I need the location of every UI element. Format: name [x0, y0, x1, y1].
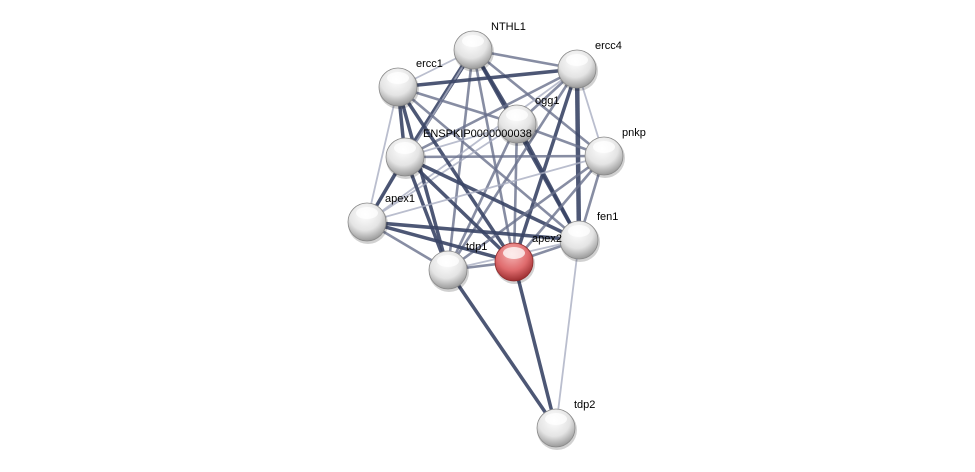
edge-fen1-tdp2[interactable] — [555, 239, 580, 429]
node-label-ercc1: ercc1 — [416, 58, 443, 70]
node-apex1[interactable] — [347, 202, 388, 244]
edge-apex1-apex2[interactable] — [366, 220, 515, 264]
edge-ercc4-fen1[interactable] — [574, 68, 582, 241]
node-tdp1[interactable] — [428, 250, 469, 292]
node-tdp2[interactable] — [536, 408, 577, 450]
edge-ENSP-tdp1[interactable] — [403, 156, 450, 271]
node-label-ENSP: ENSPKIP0000000038 — [423, 128, 532, 140]
edge-ercc4-apex1[interactable] — [366, 68, 578, 223]
edge-apex2-tdp2[interactable] — [512, 261, 558, 429]
node-label-NTHL1: NTHL1 — [491, 21, 526, 33]
edge-ogg1-ENSP[interactable] — [404, 123, 518, 158]
edge-ercc1-tdp1[interactable] — [396, 86, 450, 271]
edge-apex1-fen1[interactable] — [366, 220, 580, 242]
edge-ercc4-ercc1[interactable] — [397, 67, 578, 89]
edge-ENSP-apex2[interactable] — [403, 155, 516, 264]
edge-ENSP-pnkp[interactable] — [404, 154, 605, 159]
edge-ercc1-apex1[interactable] — [366, 86, 399, 223]
node-ENSP[interactable] — [385, 137, 426, 179]
node-fen1[interactable] — [559, 220, 600, 262]
edge-ENSP-fen1[interactable] — [404, 155, 580, 242]
node-label-tdp2: tdp2 — [574, 399, 595, 411]
node-label-fen1: fen1 — [597, 211, 618, 223]
edge-ercc1-ogg1[interactable] — [397, 85, 518, 126]
node-label-pnkp: pnkp — [622, 127, 646, 139]
node-ercc1[interactable] — [378, 67, 419, 109]
edge-ercc1-fen1[interactable] — [397, 86, 580, 241]
node-label-apex2: apex2 — [532, 233, 562, 245]
node-label-ercc4: ercc4 — [595, 40, 622, 52]
edge-pnkp-apex1[interactable] — [366, 155, 605, 223]
edge-ogg1-fen1[interactable] — [515, 123, 581, 241]
node-label-tdp1: tdp1 — [466, 241, 487, 253]
node-label-apex1: apex1 — [385, 193, 415, 205]
node-ogg1[interactable] — [497, 104, 538, 146]
edge-ercc4-tdp1[interactable] — [446, 68, 579, 271]
node-NTHL1[interactable] — [453, 30, 494, 72]
node-pnkp[interactable] — [584, 136, 625, 178]
node-ercc4[interactable] — [557, 49, 598, 91]
edge-pnkp-apex2[interactable] — [513, 155, 605, 263]
edge-ercc4-apex2[interactable] — [512, 68, 579, 263]
edge-ogg1-apex2[interactable] — [512, 123, 519, 263]
edge-tdp1-tdp2[interactable] — [446, 269, 558, 429]
node-label-ogg1: ogg1 — [535, 95, 559, 107]
node-apex2[interactable] — [494, 242, 535, 284]
